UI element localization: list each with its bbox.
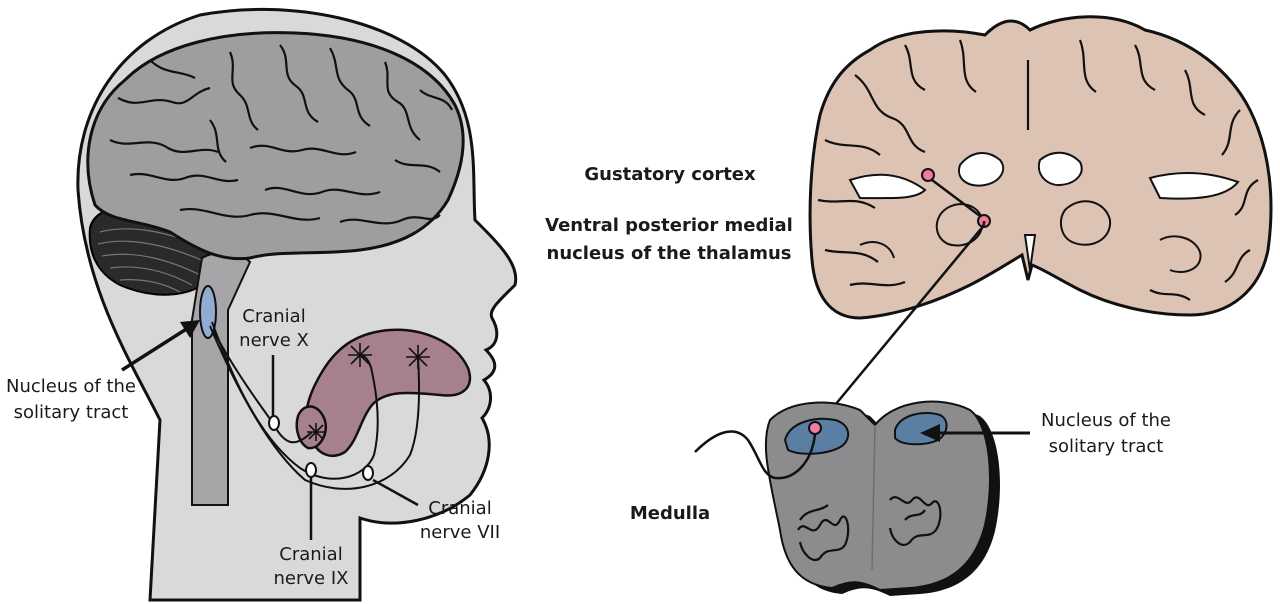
medulla-section (694, 400, 1030, 596)
medulla-relay-dot (808, 421, 822, 435)
label-gustatory-cortex: Gustatory cortex (584, 164, 756, 185)
label-cn-vii-1: Cranial (428, 498, 491, 519)
label-cn-ix-1: Cranial (279, 544, 342, 565)
inferior-olives (797, 496, 942, 561)
label-vpm-1: Ventral posterior medial (545, 215, 793, 236)
label-nts-right-1: Nucleus of the (1041, 410, 1171, 431)
label-cn-ix-2: nerve IX (274, 568, 349, 589)
ganglion-cn-vii (362, 465, 374, 481)
coronal-sulci (817, 39, 1259, 301)
label-cn-vii-2: nerve VII (420, 522, 500, 543)
label-nts-right-2: solitary tract (1049, 436, 1164, 457)
labels: Nucleus of the solitary tract Cranial ne… (6, 164, 1171, 589)
leader-lines-left (271, 355, 419, 540)
cerebrum (86, 31, 465, 261)
nts-left-arrowhead (180, 320, 200, 338)
ventricles (848, 151, 1240, 271)
label-medulla: Medulla (630, 503, 710, 524)
afferent-fiber-medulla (694, 430, 817, 480)
coronal-brain-section (808, 15, 1273, 320)
label-nts-left-1: Nucleus of the (6, 376, 136, 397)
label-nts-left-2: solitary tract (14, 402, 129, 423)
nts-right-arrowhead (920, 424, 940, 442)
label-vpm-2: nucleus of the thalamus (547, 243, 792, 264)
tongue (304, 328, 471, 457)
ganglion-cn-ix (305, 462, 317, 478)
ganglia (268, 415, 374, 481)
label-cn-x-2: nerve X (239, 330, 309, 351)
medulla-midline (871, 424, 876, 571)
nucleus-solitary-tract-left (199, 285, 217, 339)
thalamocortical-fiber (931, 179, 981, 217)
ganglion-cn-x (268, 415, 280, 431)
cerebrum-gyri (109, 44, 453, 225)
ascending-gustatory-tract (815, 220, 986, 429)
label-cn-x-1: Cranial (242, 306, 305, 327)
gustatory-cortex-dot (921, 168, 935, 182)
nts-left-arrow (121, 326, 189, 372)
head-sagittal-view (76, 7, 518, 602)
